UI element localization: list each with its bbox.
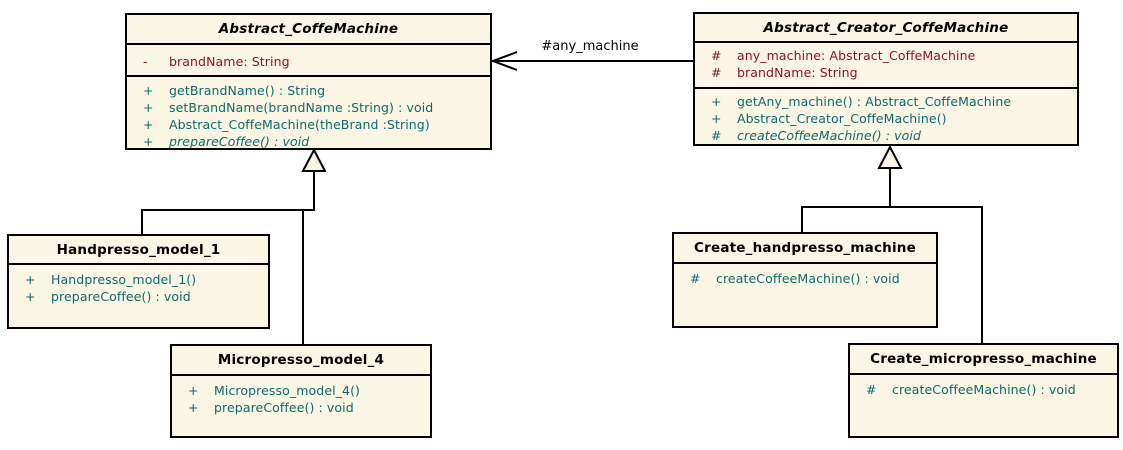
visibility-marker: + <box>188 383 199 398</box>
methods-compartment: + getAny_machine() : Abstract_CoffeMachin… <box>695 87 1077 144</box>
visibility-marker: + <box>711 94 722 109</box>
visibility-marker: + <box>25 272 36 287</box>
visibility-marker: + <box>143 100 154 115</box>
attributes-compartment: - brandName: String <box>127 43 490 75</box>
method-row: + prepareCoffee() : void <box>172 399 430 416</box>
method-row: + setBrandName(brandName :String) : void <box>127 99 490 116</box>
method-row: + Abstract_CoffeMachine(theBrand :String) <box>127 116 490 133</box>
method-row: + prepareCoffee() : void <box>9 288 268 305</box>
method-text: setBrandName(brandName :String) : void <box>169 100 434 115</box>
visibility-marker: # <box>711 65 722 80</box>
visibility-marker: + <box>711 111 722 126</box>
visibility-marker: + <box>188 400 199 415</box>
method-row: # createCoffeeMachine() : void <box>850 381 1117 398</box>
visibility-marker: # <box>711 48 722 63</box>
visibility-marker: # <box>711 128 722 143</box>
methods-compartment: + getBrandName() : String + setBrandName(b… <box>127 75 490 148</box>
class-box-create-micropresso-machine[interactable]: Create_micropresso_machine # createCoffee… <box>848 343 1119 438</box>
visibility-marker: + <box>25 289 36 304</box>
class-title: Abstract_CoffeMachine <box>218 21 399 37</box>
visibility-marker: + <box>143 117 154 132</box>
method-row: + getBrandName() : String <box>127 82 490 99</box>
open-arrowhead-icon <box>490 51 518 71</box>
class-title: Create_handpresso_machine <box>694 240 916 256</box>
method-text: prepareCoffee() : void <box>214 400 354 415</box>
visibility-marker: - <box>143 54 148 69</box>
method-row: + Micropresso_model_4() <box>172 382 430 399</box>
association-role-label: #any_machine <box>541 39 639 54</box>
class-title: Create_micropresso_machine <box>870 351 1097 367</box>
class-title: Handpresso_model_1 <box>56 241 221 258</box>
method-row: + prepareCoffee() : void <box>127 133 490 148</box>
method-text: getAny_machine() : Abstract_CoffeMachine <box>737 94 1012 109</box>
class-box-create-handpresso-machine[interactable]: Create_handpresso_machine # createCoffeeM… <box>672 232 938 328</box>
method-text: Micropresso_model_4() <box>214 383 361 398</box>
method-text: createCoffeeMachine() : void <box>892 382 1076 397</box>
attribute-text: any_machine: Abstract_CoffeMachine <box>737 48 976 63</box>
hollow-triangle-icon <box>877 144 903 169</box>
methods-compartment: + Micropresso_model_4() + prepareCoffee() … <box>172 374 430 436</box>
method-row: # createCoffeeMachine() : void <box>695 127 1077 144</box>
class-box-micropresso-model-4[interactable]: Micropresso_model_4 + Micropresso_model_4… <box>170 344 432 438</box>
method-text: createCoffeeMachine() : void <box>716 271 900 286</box>
visibility-marker: # <box>866 382 877 397</box>
attribute-text: brandName: String <box>169 54 290 69</box>
method-text: createCoffeeMachine() : void <box>737 128 922 143</box>
method-text: getBrandName() : String <box>169 83 326 98</box>
association-any-machine <box>490 51 693 71</box>
method-text: prepareCoffee() : void <box>51 289 191 304</box>
visibility-marker: + <box>143 134 154 148</box>
methods-compartment: # createCoffeeMachine() : void <box>674 262 936 326</box>
method-row: + Handpresso_model_1() <box>9 271 268 288</box>
method-text: Abstract_CoffeMachine(theBrand :String) <box>169 117 430 132</box>
visibility-marker: + <box>143 83 154 98</box>
methods-compartment: + Handpresso_model_1() + prepareCoffee() :… <box>9 263 268 327</box>
method-row: + Abstract_Creator_CoffeMachine() <box>695 110 1077 127</box>
method-text: Abstract_Creator_CoffeMachine() <box>737 111 947 126</box>
attribute-row: # brandName: String <box>695 64 1077 81</box>
class-title: Micropresso_model_4 <box>217 352 385 368</box>
attribute-row: # any_machine: Abstract_CoffeMachine <box>695 47 1077 64</box>
method-text: Handpresso_model_1() <box>51 272 197 287</box>
hollow-triangle-icon <box>301 147 327 172</box>
class-title: Abstract_Creator_CoffeMachine <box>763 19 1009 36</box>
attributes-compartment: # any_machine: Abstract_CoffeMachine # bra… <box>695 41 1077 87</box>
method-row: + getAny_machine() : Abstract_CoffeMachin… <box>695 93 1077 110</box>
attribute-text: brandName: String <box>737 65 858 80</box>
methods-compartment: # createCoffeeMachine() : void <box>850 373 1117 436</box>
class-box-abstract-creator-coffemachine[interactable]: Abstract_Creator_CoffeMachine # any_machi… <box>693 12 1079 146</box>
class-box-handpresso-model-1[interactable]: Handpresso_model_1 + Handpresso_model_1()… <box>7 234 270 329</box>
class-box-abstract-coffemachine[interactable]: Abstract_CoffeMachine - brandName: String… <box>125 13 492 150</box>
visibility-marker: # <box>690 271 701 286</box>
method-text: prepareCoffee() : void <box>169 134 310 148</box>
attribute-row: - brandName: String <box>127 53 490 70</box>
method-row: # createCoffeeMachine() : void <box>674 270 936 287</box>
